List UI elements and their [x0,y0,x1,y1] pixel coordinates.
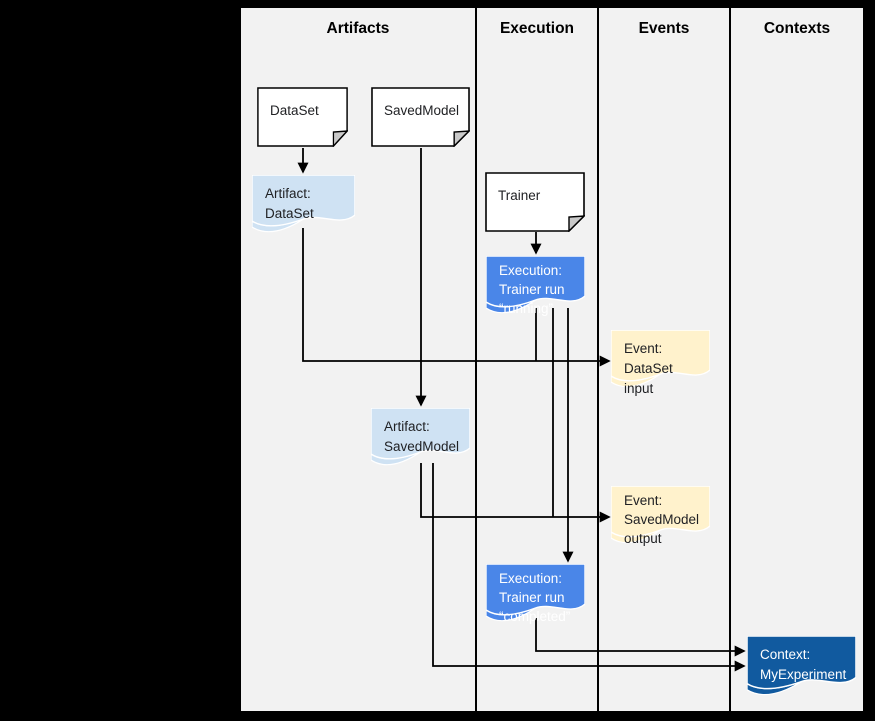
node-label-line: DataSet input [624,361,673,396]
node-artifact-savedmodel: Artifact: SavedModel [371,408,470,466]
document-shape [611,486,710,544]
node-label-line: SavedModel [624,512,700,527]
arrow-artifactsavedmodel-to-context [432,463,746,672]
node-label-line: “running” [499,301,554,316]
document-shape [747,636,856,696]
fold-corner-icon [332,130,348,147]
arrow-artifactsavedmodel-to-event [420,463,611,523]
column-divider [597,8,599,711]
node-label-line: Artifact: [384,419,430,434]
document-shape [486,256,585,314]
node-dataset: DataSet [257,87,348,147]
node-label-line: Artifact: [265,186,311,201]
node-execution-completed: Execution: Trainer run “completed” [486,564,585,624]
node-event-dataset-input: Event: DataSet input [611,330,710,396]
arrow-completed-to-context [535,618,746,657]
node-event-savedmodel-output: Event: SavedModel output [611,486,710,546]
document-shape [611,330,710,388]
file-shape [371,87,470,147]
node-label-line: Event: [624,493,663,508]
column-header-events: Events [638,20,690,37]
node-label-line: SavedModel [384,439,460,454]
node-label-line: output [624,531,662,546]
node-label-line: “completed” [499,609,571,624]
node-label-line: Execution: [499,263,563,278]
node-label: Trainer [498,188,541,203]
node-label-line: Event: [624,341,663,356]
document-shape [371,408,470,466]
document-shape [252,175,355,233]
lineage-diagram: Artifacts Execution Events Contexts [241,8,863,711]
node-artifact-dataset: Artifact: DataSet [252,175,355,233]
document-shape [486,564,585,622]
node-context-myexperiment: Context: MyExperiment [747,636,856,696]
node-label: SavedModel [384,103,460,118]
node-savedmodel: SavedModel [371,87,470,147]
node-label-line: DataSet [265,206,314,221]
node-label-line: Trainer run [499,282,565,297]
column-header-artifacts: Artifacts [326,20,390,37]
node-label-line: Execution: [499,571,563,586]
arrow-artifactdataset-to-event [302,228,611,367]
node-label-line: MyExperiment [760,667,847,682]
connector-lines [297,148,746,672]
file-shape [257,87,348,147]
file-shape [485,172,585,232]
fold-corner-icon [453,130,470,147]
fold-corner-icon [568,215,585,232]
column-divider [475,8,477,711]
node-label-line: Trainer run [499,590,565,605]
node-execution-running: Execution: Trainer run “running” [486,256,585,316]
column-header-execution: Execution [499,20,575,37]
node-trainer: Trainer [485,172,585,232]
node-label: DataSet [270,103,319,118]
column-divider [729,8,731,711]
node-label-line: Context: [760,647,811,662]
column-header-contexts: Contexts [763,20,831,37]
